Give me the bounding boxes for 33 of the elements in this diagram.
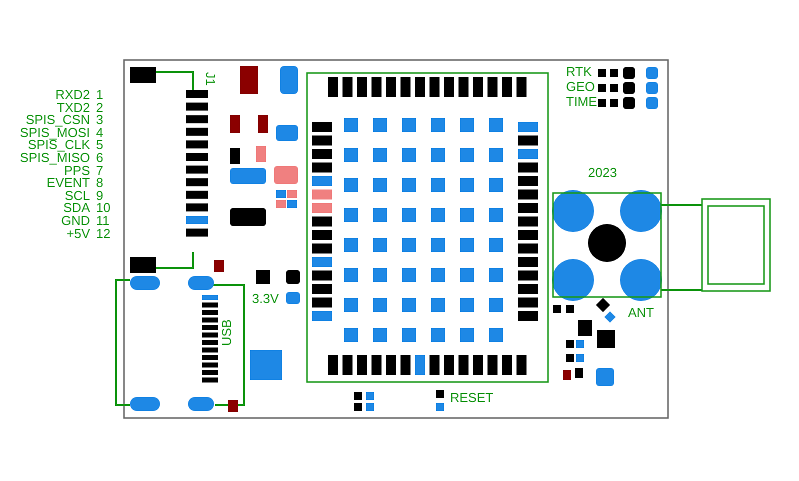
pin-label: TXD2: [56, 100, 90, 114]
silkscreen-label: 3.3V: [252, 292, 279, 305]
silkscreen-label: RTK: [566, 65, 592, 78]
pin-number: 4: [96, 126, 104, 139]
pin-label: RXD2: [54, 88, 90, 101]
silkscreen-label: TIME: [566, 95, 598, 108]
pin-number: 2: [96, 100, 104, 114]
pin-number: 12: [96, 226, 110, 240]
pin-number: 3: [96, 113, 104, 126]
pin-label: SPIS_CSN: [24, 113, 90, 126]
pin-label: +5V: [66, 226, 90, 240]
pin-label: SCL: [64, 188, 90, 202]
silkscreen-label: ANT: [628, 306, 654, 319]
pin-label: SPIS_MISO: [18, 151, 90, 164]
pin-number: 8: [96, 176, 104, 190]
pin-label: SPIS_MOSI: [18, 126, 90, 139]
connector-label: J1: [204, 72, 217, 86]
silkscreen-label: RESET: [450, 391, 494, 404]
silkscreen-label: USB: [220, 319, 233, 346]
silkscreen-label: 2023: [588, 166, 617, 179]
pin-label: PPS: [64, 164, 90, 177]
pin-label: SPIS_CLK: [28, 138, 90, 152]
pin-number: 5: [96, 138, 104, 152]
silkscreen-label: GEO: [566, 80, 595, 93]
pin-number: 9: [96, 188, 104, 202]
pin-label: SDA: [62, 201, 90, 214]
pin-number: 11: [96, 214, 110, 227]
pin-number: 1: [96, 88, 104, 101]
pin-number: 6: [96, 151, 104, 164]
pin-label: GND: [60, 214, 90, 227]
pin-label: EVENT: [46, 176, 90, 190]
pin-number: 7: [96, 164, 104, 177]
pin-number: 10: [96, 201, 110, 214]
